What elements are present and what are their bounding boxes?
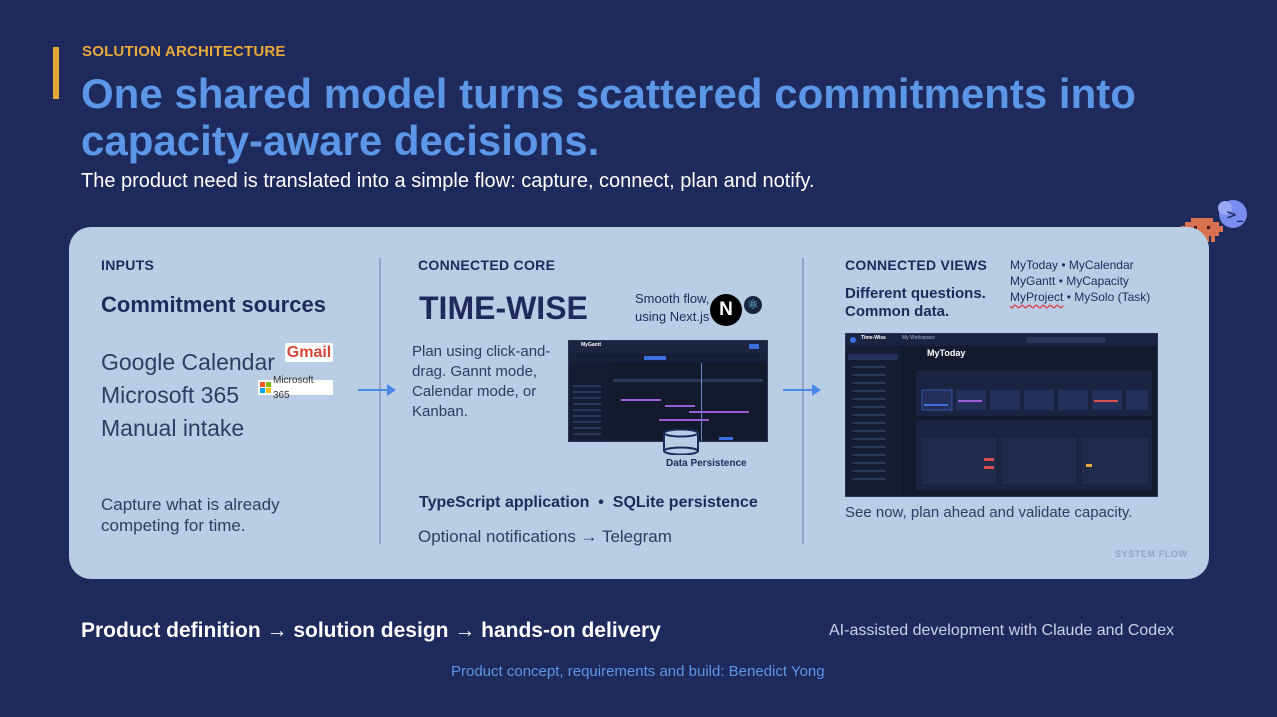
app-name: Time-Wise xyxy=(861,335,886,341)
mytoday-screenshot: Time-Wise My Workspace MyToday xyxy=(845,333,1158,497)
source-microsoft-365: Microsoft 365 xyxy=(101,382,240,408)
view-mysolo: MySolo (Task) xyxy=(1074,290,1151,304)
section-eyebrow: SOLUTION ARCHITECTURE xyxy=(82,43,286,60)
gantt-mockup xyxy=(569,341,767,441)
tech-stack: TypeScript application • SQLite persiste… xyxy=(419,494,758,511)
inputs-caption: Capture what is already competing for ti… xyxy=(101,495,280,535)
inputs-heading: Commitment sources xyxy=(101,292,326,317)
flow-arrow-icon xyxy=(358,384,396,396)
microsoft-365-logo: Microsoft 365 xyxy=(258,375,333,401)
footer-ai-note: AI-assisted development with Claude and … xyxy=(829,622,1175,639)
svg-text:>_: >_ xyxy=(1226,208,1244,223)
views-caption: See now, plan ahead and validate capacit… xyxy=(845,504,1133,521)
inputs-label: INPUTS xyxy=(101,257,155,273)
database-icon xyxy=(663,429,699,455)
accent-bar xyxy=(53,47,59,99)
workspace-name: My Workspace xyxy=(902,335,935,341)
react-logo-icon: ⚛ xyxy=(744,296,762,314)
source-google-calendar: Google Calendar xyxy=(101,349,275,375)
view-mytoday: MyToday xyxy=(1010,258,1059,272)
core-label: CONNECTED CORE xyxy=(418,257,556,273)
column-divider xyxy=(379,258,381,544)
view-names: MyToday • MyCalendar MyGantt • MyCapacit… xyxy=(1010,258,1151,304)
mytoday-title: MyToday xyxy=(927,348,966,358)
product-name: TIME-WISE xyxy=(419,290,588,326)
slide-headline: One shared model turns scattered commitm… xyxy=(81,70,1136,164)
notifications-note: Optional notifications → Telegram xyxy=(418,527,672,546)
view-mygantt: MyGantt xyxy=(1010,274,1056,288)
flow-arrow-icon xyxy=(783,384,821,396)
nextjs-note: Smooth flow, using Next.js xyxy=(635,291,710,324)
view-mycalendar: MyCalendar xyxy=(1068,258,1134,272)
credit-line: Product concept, requirements and build:… xyxy=(451,663,825,680)
views-tagline-1: Different questions. xyxy=(845,285,986,302)
nextjs-logo-icon: N xyxy=(710,294,742,326)
footer-process: Product definition → solution design → h… xyxy=(81,619,661,642)
data-persistence-label: Data Persistence xyxy=(666,458,747,469)
source-manual-intake: Manual intake xyxy=(101,415,245,441)
views-tagline-2: Common data. xyxy=(845,303,950,320)
system-flow-label: SYSTEM FLOW xyxy=(1115,549,1188,559)
gantt-title: MyGantt xyxy=(581,342,601,348)
column-divider xyxy=(802,258,804,544)
mytoday-mockup xyxy=(846,334,1157,496)
views-label: CONNECTED VIEWS xyxy=(845,257,988,273)
view-myproject: MyProject xyxy=(1010,290,1064,304)
slide-subhead: The product need is translated into a si… xyxy=(81,170,815,192)
plan-description: Plan using click-and-drag. Gannt mode, C… xyxy=(412,343,551,420)
gmail-logo: Gmail xyxy=(285,343,333,362)
microsoft-squares-icon xyxy=(260,382,271,393)
view-mycapacity: MyCapacity xyxy=(1066,274,1129,288)
gantt-screenshot: MyGantt xyxy=(568,340,768,442)
